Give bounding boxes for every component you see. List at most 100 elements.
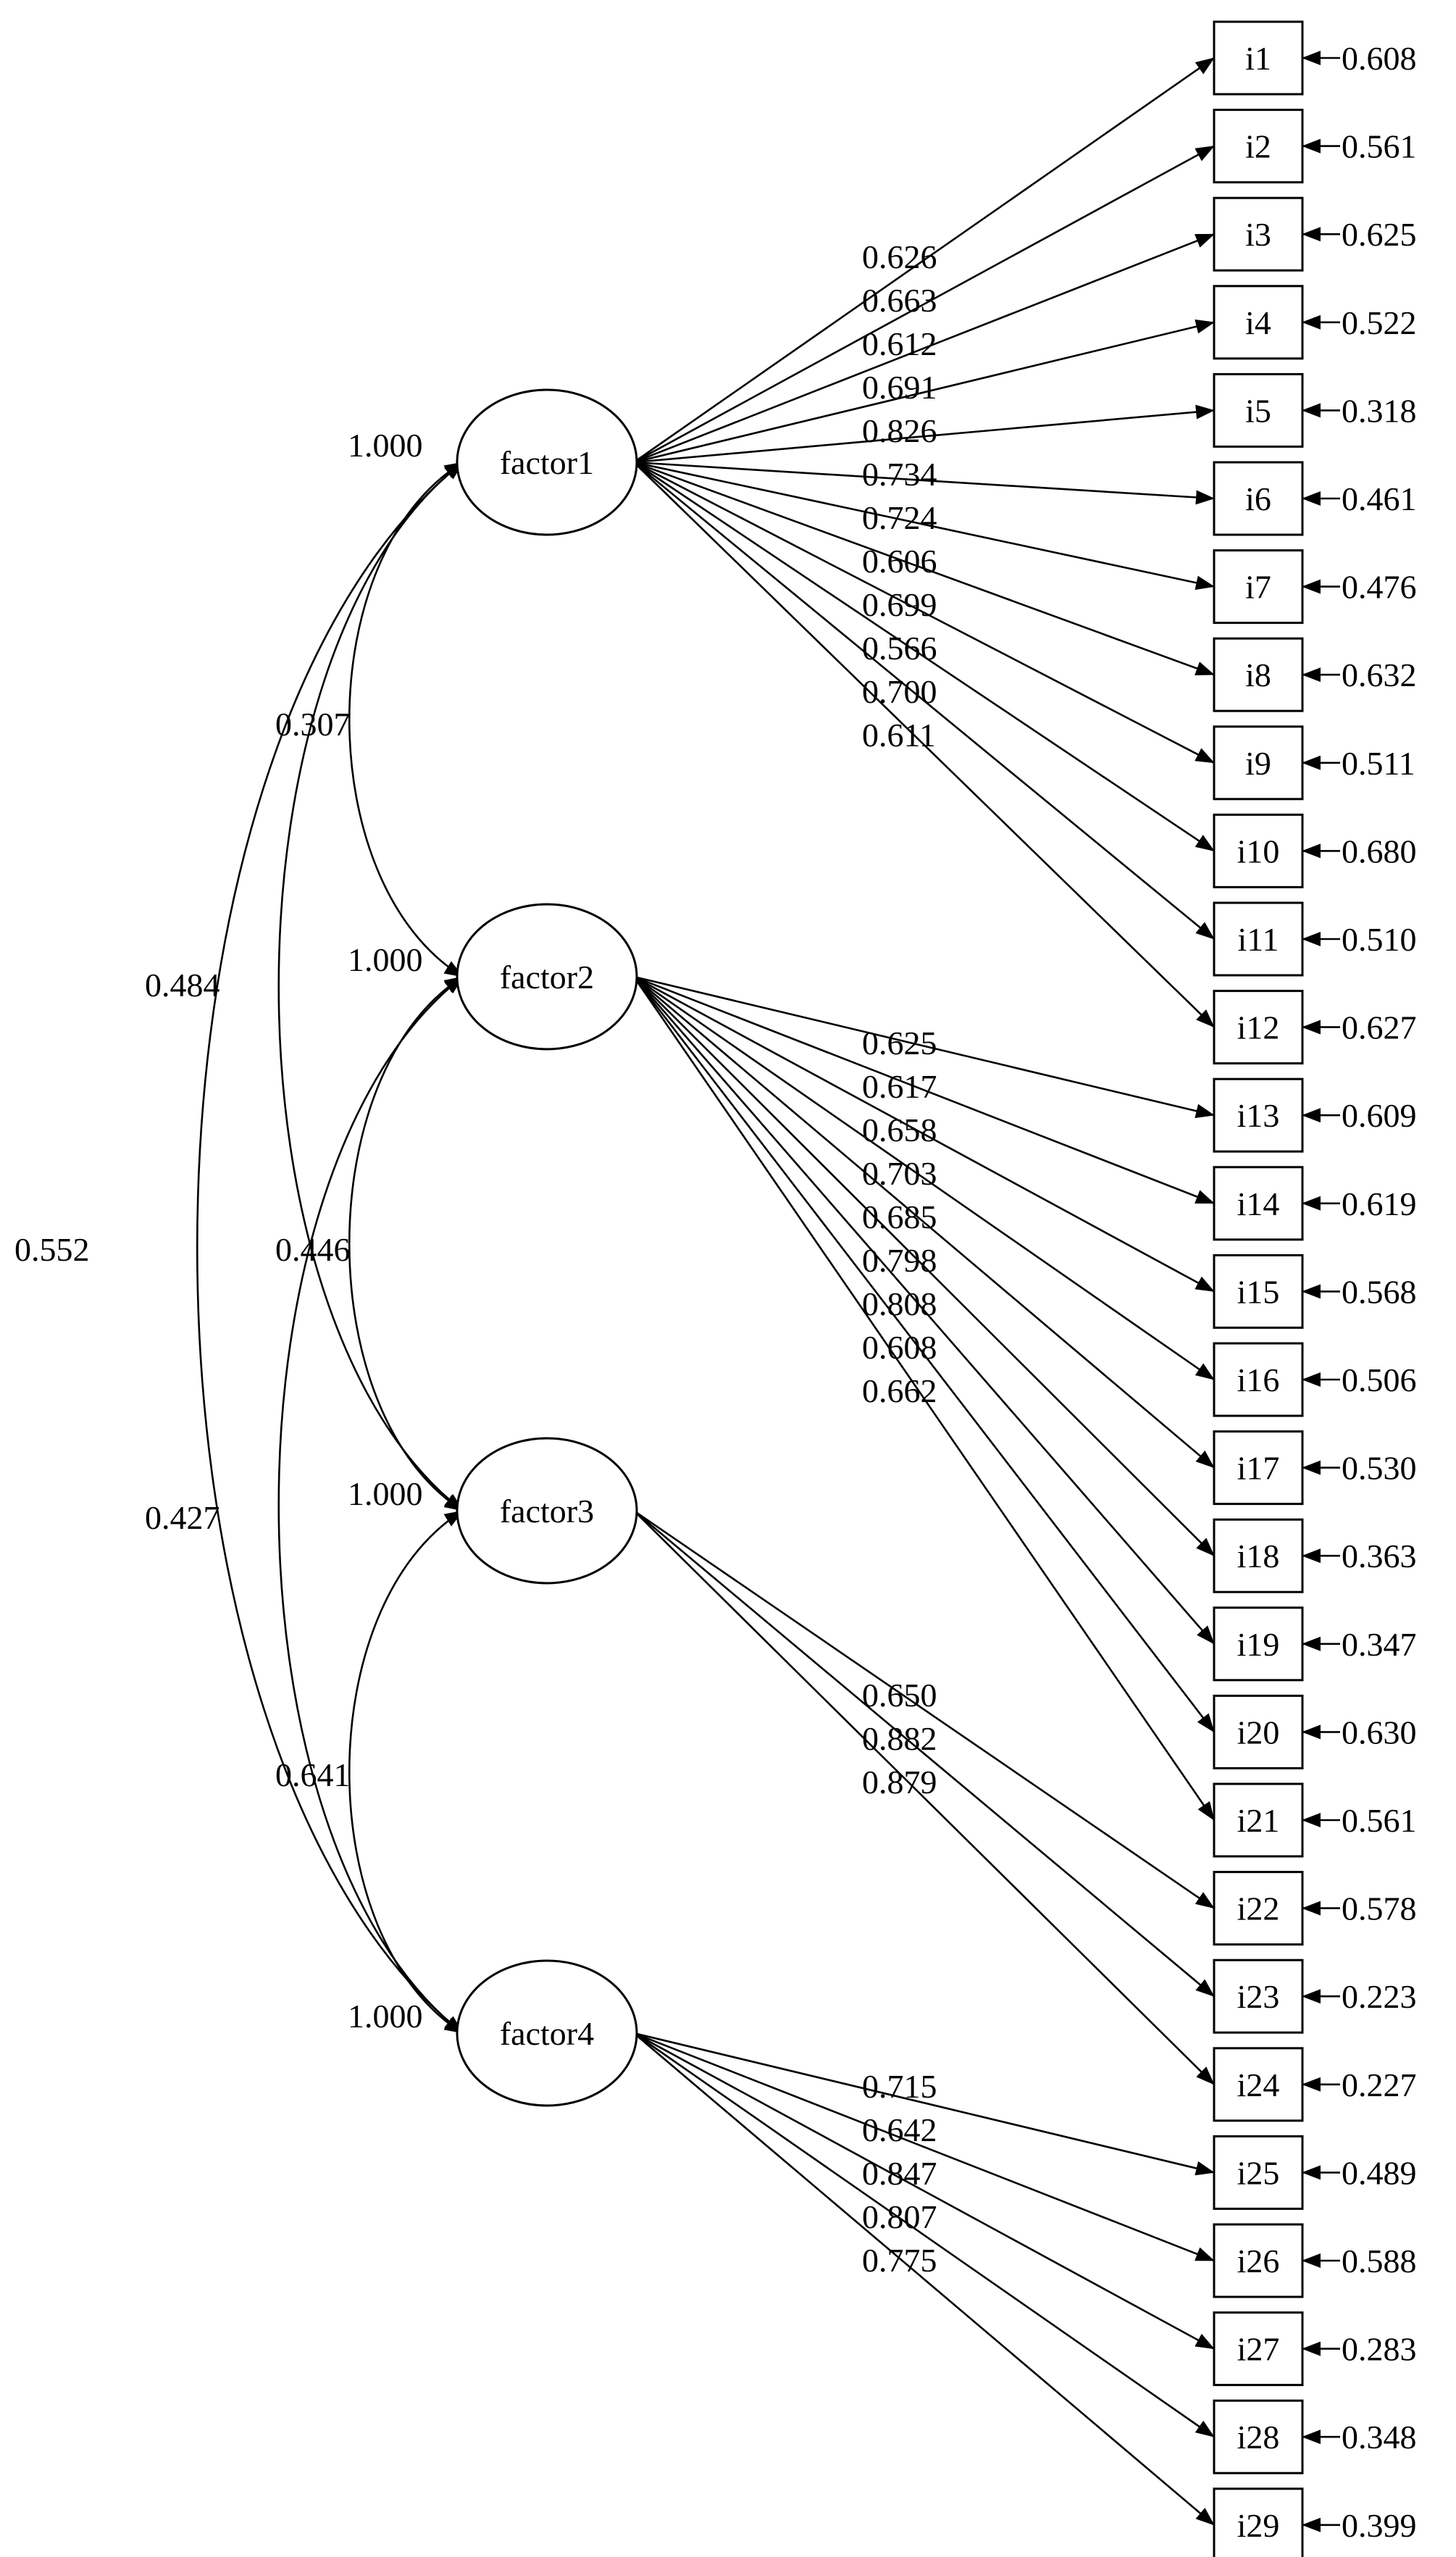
residual-label: 0.399 (1342, 2507, 1417, 2544)
loading-arrow (633, 976, 1215, 1557)
item-node (1213, 990, 1304, 1065)
loading-label: 0.703 (862, 1155, 937, 1192)
loading-arrow (633, 57, 1215, 464)
loading-arrow (633, 975, 1215, 1205)
item-name: i16 (1237, 1361, 1280, 1398)
residual-label: 0.522 (1342, 304, 1417, 341)
loading-label: 0.808 (862, 1285, 937, 1322)
variance-label: 1.000 (348, 1998, 423, 2035)
loading-label: 0.699 (862, 586, 937, 623)
item-name: i26 (1237, 2243, 1280, 2279)
residual-label: 0.223 (1342, 1978, 1417, 2015)
item-node (1213, 2399, 1304, 2474)
covariance-label: 0.641 (275, 1756, 351, 1793)
covariance-arc (277, 461, 464, 1512)
item-name: i27 (1237, 2331, 1280, 2368)
item-node (1213, 196, 1304, 272)
loading-label: 0.625 (862, 1025, 937, 1061)
item-name: i4 (1245, 304, 1271, 341)
loading-label: 0.715 (862, 2068, 937, 2105)
item-name: i28 (1237, 2419, 1280, 2456)
loading-arrow (632, 976, 1216, 1733)
residual-label: 0.619 (1342, 1185, 1417, 1222)
covariance-arc (277, 975, 464, 2035)
factor-node (456, 1437, 638, 1585)
item-node (1213, 1342, 1304, 1417)
item-name: i21 (1237, 1802, 1280, 1839)
factor-name: factor2 (500, 959, 594, 996)
loading-label: 0.608 (862, 1329, 937, 1366)
item-node (1213, 1518, 1304, 1593)
covariance-label: 0.446 (275, 1231, 351, 1268)
variance-label: 1.000 (348, 1475, 423, 1512)
loading-label: 0.626 (862, 238, 937, 275)
loading-label: 0.566 (862, 630, 937, 667)
loading-arrow (633, 975, 1215, 1119)
item-node (1213, 901, 1304, 977)
residual-label: 0.561 (1342, 128, 1417, 165)
loading-arrow (633, 975, 1215, 1381)
loading-arrow (633, 233, 1215, 464)
residual-label: 0.530 (1342, 1450, 1417, 1487)
factor-name: factor1 (500, 444, 594, 481)
variance-label: 1.000 (348, 427, 423, 464)
residual-label: 0.632 (1342, 656, 1417, 693)
loading-label: 0.807 (862, 2198, 937, 2235)
loading-arrow (633, 1510, 1215, 1998)
loading-label: 0.611 (862, 717, 936, 754)
covariance-arc (196, 461, 464, 2035)
loading-arrow (633, 145, 1215, 464)
covariance-label: 0.427 (145, 1499, 220, 1536)
loading-label: 0.826 (862, 412, 937, 449)
loading-label: 0.658 (862, 1111, 937, 1148)
loading-arrow (633, 976, 1215, 1469)
residual-label: 0.608 (1342, 40, 1417, 77)
loading-label: 0.724 (862, 499, 937, 536)
residual-label: 0.578 (1342, 1890, 1417, 1927)
item-name: i7 (1245, 569, 1271, 606)
item-name: i17 (1237, 1450, 1280, 1487)
item-node (1213, 2311, 1304, 2387)
item-name: i2 (1245, 128, 1271, 165)
covariance-arc (348, 461, 464, 978)
residual-label: 0.461 (1342, 480, 1417, 517)
loading-arrow (633, 461, 1215, 852)
item-node (1213, 725, 1304, 801)
covariance-arc (348, 1509, 464, 2035)
loading-arrow (633, 404, 1215, 464)
loading-label: 0.662 (862, 1372, 937, 1409)
covariance-label: 0.484 (145, 967, 220, 1004)
loading-arrow (633, 461, 1215, 940)
item-node (1213, 1871, 1304, 1946)
item-node (1213, 1606, 1304, 1682)
loading-arrow (633, 461, 1215, 505)
item-node (1213, 813, 1304, 888)
item-name: i20 (1237, 1714, 1280, 1751)
residual-label: 0.627 (1342, 1009, 1417, 1046)
loading-arrow (633, 461, 1215, 676)
item-name: i23 (1237, 1978, 1280, 2015)
item-name: i15 (1237, 1273, 1280, 1310)
loading-label: 0.612 (862, 325, 937, 362)
item-node (1213, 637, 1304, 712)
residual-label: 0.489 (1342, 2154, 1417, 2191)
factor-node (456, 903, 638, 1051)
item-node (1213, 2135, 1304, 2210)
factor-name: factor4 (500, 2015, 594, 2052)
labels-layer: factor11.000factor21.000factor31.000fact… (14, 40, 1417, 2544)
item-name: i5 (1245, 392, 1271, 429)
loading-arrow (633, 2032, 1215, 2176)
loading-arrow (633, 1509, 1215, 1909)
item-name: i11 (1237, 921, 1279, 958)
loading-arrow (633, 2032, 1215, 2526)
variance-label: 1.000 (348, 941, 423, 978)
factor-node (456, 1959, 638, 2107)
loading-arrow (633, 2032, 1215, 2438)
edges-layer (196, 51, 1340, 2532)
item-node (1213, 461, 1304, 536)
residual-label: 0.227 (1342, 2066, 1417, 2103)
item-node (1213, 1166, 1304, 1241)
item-name: i19 (1237, 1626, 1280, 1663)
loading-label: 0.606 (862, 543, 937, 580)
